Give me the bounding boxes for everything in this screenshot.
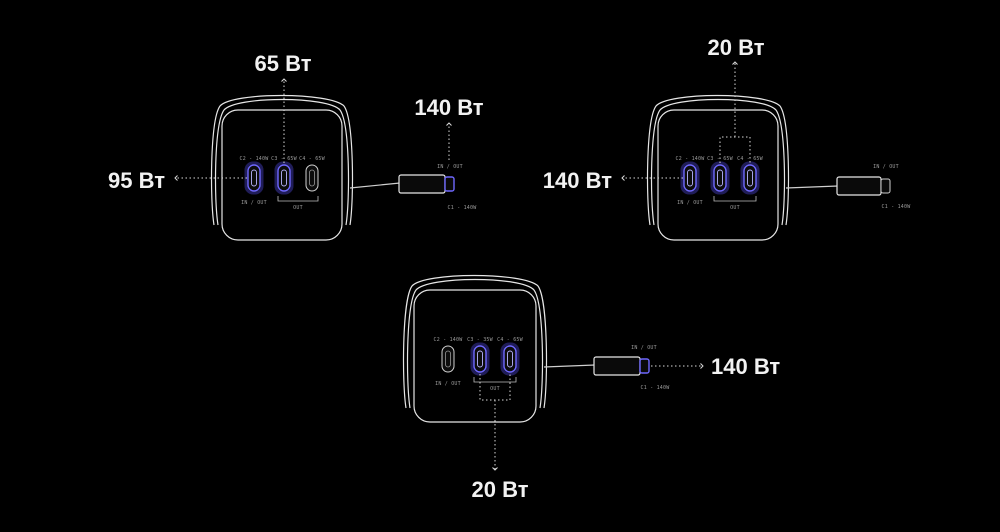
port-label-c4: C4 - 65W: [497, 337, 523, 343]
port-label-out: OUT: [293, 205, 303, 211]
scenario-3: C2 - 140W C3 - 35W C4 - 65W IN / OUT OUT…: [402, 274, 780, 502]
power-label-c3c4: 20 Вт: [472, 477, 529, 502]
power-label-c1: 140 Вт: [711, 354, 780, 379]
out-bracket: [713, 196, 757, 202]
port-c4-3: [500, 342, 520, 376]
port-c3-2: [710, 161, 730, 195]
port-label-in-out: IN / OUT: [241, 200, 267, 206]
scenario-2: C2 - 140W C3 - 65W C4 - 65W IN / OUT OUT…: [543, 35, 912, 241]
port-label-c2: C2 - 140W: [434, 337, 464, 343]
power-label-c2: 140 Вт: [543, 168, 612, 193]
charger-hub-1: [210, 94, 354, 241]
power-label-c2: 95 Вт: [108, 168, 165, 193]
port-c2-1: [244, 161, 264, 195]
out-bracket: [277, 196, 319, 202]
out-bracket: [473, 377, 517, 383]
port-c2-3: [441, 345, 455, 373]
power-label-c3c4: 20 Вт: [708, 35, 765, 60]
cable-label-c1: C1 - 140W: [641, 385, 671, 391]
scenario-1: C2 - 140W C3 - 65W C4 - 65W IN / OUT OUT…: [108, 51, 484, 241]
power-label-c1: 140 Вт: [414, 95, 483, 120]
port-label-in-out: IN / OUT: [435, 381, 461, 387]
port-label-out: OUT: [490, 386, 500, 392]
charger-hub-3: [402, 274, 548, 423]
port-c3-1: [274, 161, 294, 195]
cable-label-in-out: IN / OUT: [631, 345, 657, 351]
cable-label-in-out: IN / OUT: [873, 164, 899, 170]
port-c3-3: [470, 342, 490, 376]
port-label-c3: C3 - 35W: [467, 337, 493, 343]
cable-label-c1: C1 - 140W: [448, 205, 478, 211]
port-label-c2: C2 - 140W: [240, 156, 270, 162]
cable-label-in-out: IN / OUT: [437, 164, 463, 170]
port-c4-2: [740, 161, 760, 195]
port-c2-2: [680, 161, 700, 195]
charger-hub-2: [646, 94, 790, 241]
usb-c-cable-1: [349, 174, 455, 194]
usb-c-cable-3: [543, 356, 650, 376]
port-c4-1: [305, 164, 319, 192]
cable-label-c1: C1 - 140W: [882, 204, 912, 210]
port-label-c2: C2 - 140W: [676, 156, 706, 162]
port-label-c4: C4 - 65W: [299, 156, 325, 162]
power-label-c3: 65 Вт: [255, 51, 312, 76]
port-label-in-out: IN / OUT: [677, 200, 703, 206]
port-label-out: OUT: [730, 205, 740, 211]
usb-c-cable-2: [785, 176, 891, 196]
port-label-c4: C4 - 65W: [737, 156, 763, 162]
